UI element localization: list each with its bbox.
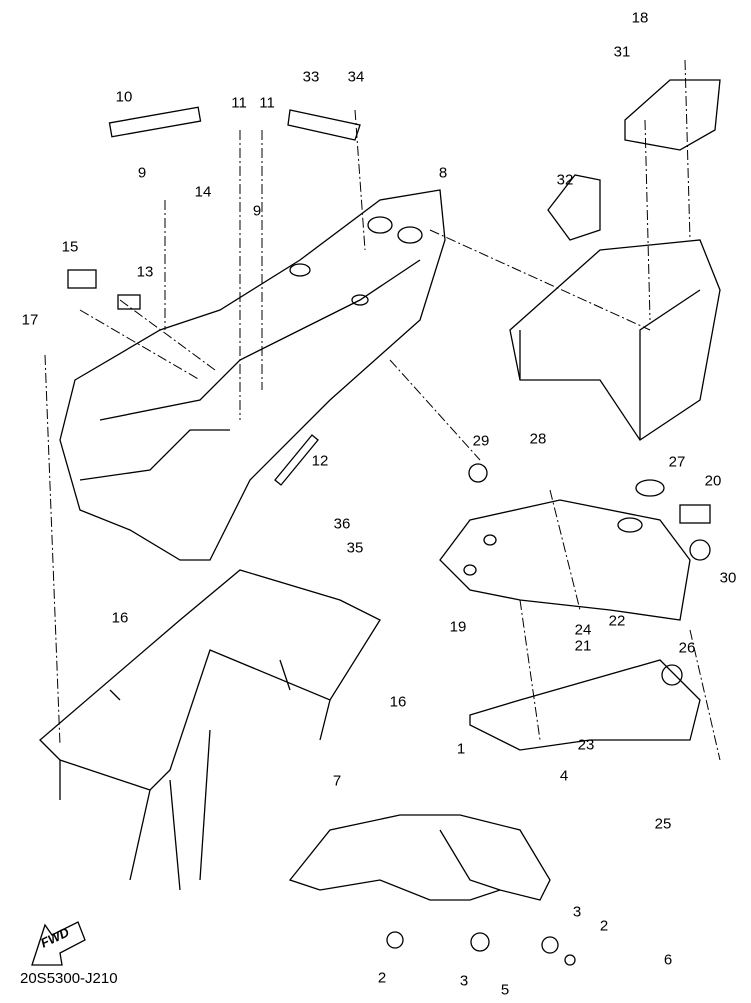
callout-1: 1	[456, 740, 466, 758]
callout-31: 31	[613, 43, 631, 61]
cable-loop	[547, 174, 601, 241]
callout-29: 29	[472, 432, 490, 450]
callout-27: 27	[668, 453, 686, 471]
rear-fender-inner	[99, 259, 421, 421]
front-fender	[288, 814, 551, 901]
rear-frame	[39, 569, 381, 791]
strip-12	[274, 434, 319, 486]
callout-24: 24	[574, 621, 592, 639]
callout-3: 3	[459, 972, 469, 990]
callout-35: 35	[346, 539, 364, 557]
license-bracket	[469, 659, 701, 751]
pad-15	[67, 269, 97, 289]
callout-15: 15	[61, 238, 79, 256]
strap-10	[108, 106, 202, 138]
callout-30: 30	[719, 569, 737, 587]
callout-16: 16	[389, 693, 407, 711]
callout-9: 9	[252, 202, 262, 220]
callout-22: 22	[608, 612, 626, 630]
callout-12: 12	[311, 452, 329, 470]
callout-9: 9	[137, 164, 147, 182]
callout-28: 28	[529, 430, 547, 448]
callout-3: 3	[572, 903, 582, 921]
callout-20: 20	[704, 472, 722, 490]
callout-2: 2	[599, 917, 609, 935]
callout-11: 11	[259, 94, 275, 112]
rear-fender	[59, 189, 446, 561]
bracket-top	[624, 79, 721, 151]
callout-10: 10	[115, 88, 133, 106]
callout-32: 32	[556, 171, 574, 189]
tail-cover	[439, 499, 691, 621]
callout-2: 2	[377, 969, 387, 987]
callout-4: 4	[559, 767, 569, 785]
callout-21: 21	[574, 637, 592, 655]
callout-13: 13	[136, 263, 154, 281]
callout-7: 7	[332, 772, 342, 790]
fwd-arrow	[31, 921, 86, 966]
callout-34: 34	[347, 68, 365, 86]
callout-6: 6	[663, 951, 673, 969]
callout-19: 19	[449, 618, 467, 636]
callout-5: 5	[500, 981, 510, 999]
callout-36: 36	[333, 515, 351, 533]
diagram-code: 20S5300-J210	[20, 970, 118, 987]
callout-18: 18	[631, 9, 649, 27]
callout-16: 16	[111, 609, 129, 627]
callout-23: 23	[577, 736, 595, 754]
seat-bracket	[509, 239, 721, 441]
callout-25: 25	[654, 815, 672, 833]
callout-26: 26	[678, 639, 696, 657]
callout-33: 33	[302, 68, 320, 86]
callout-8: 8	[438, 164, 448, 182]
callout-17: 17	[21, 311, 39, 329]
plate-33	[287, 109, 361, 141]
callout-11: 11	[231, 94, 247, 112]
callout-14: 14	[194, 183, 212, 201]
pad-13	[117, 294, 141, 310]
